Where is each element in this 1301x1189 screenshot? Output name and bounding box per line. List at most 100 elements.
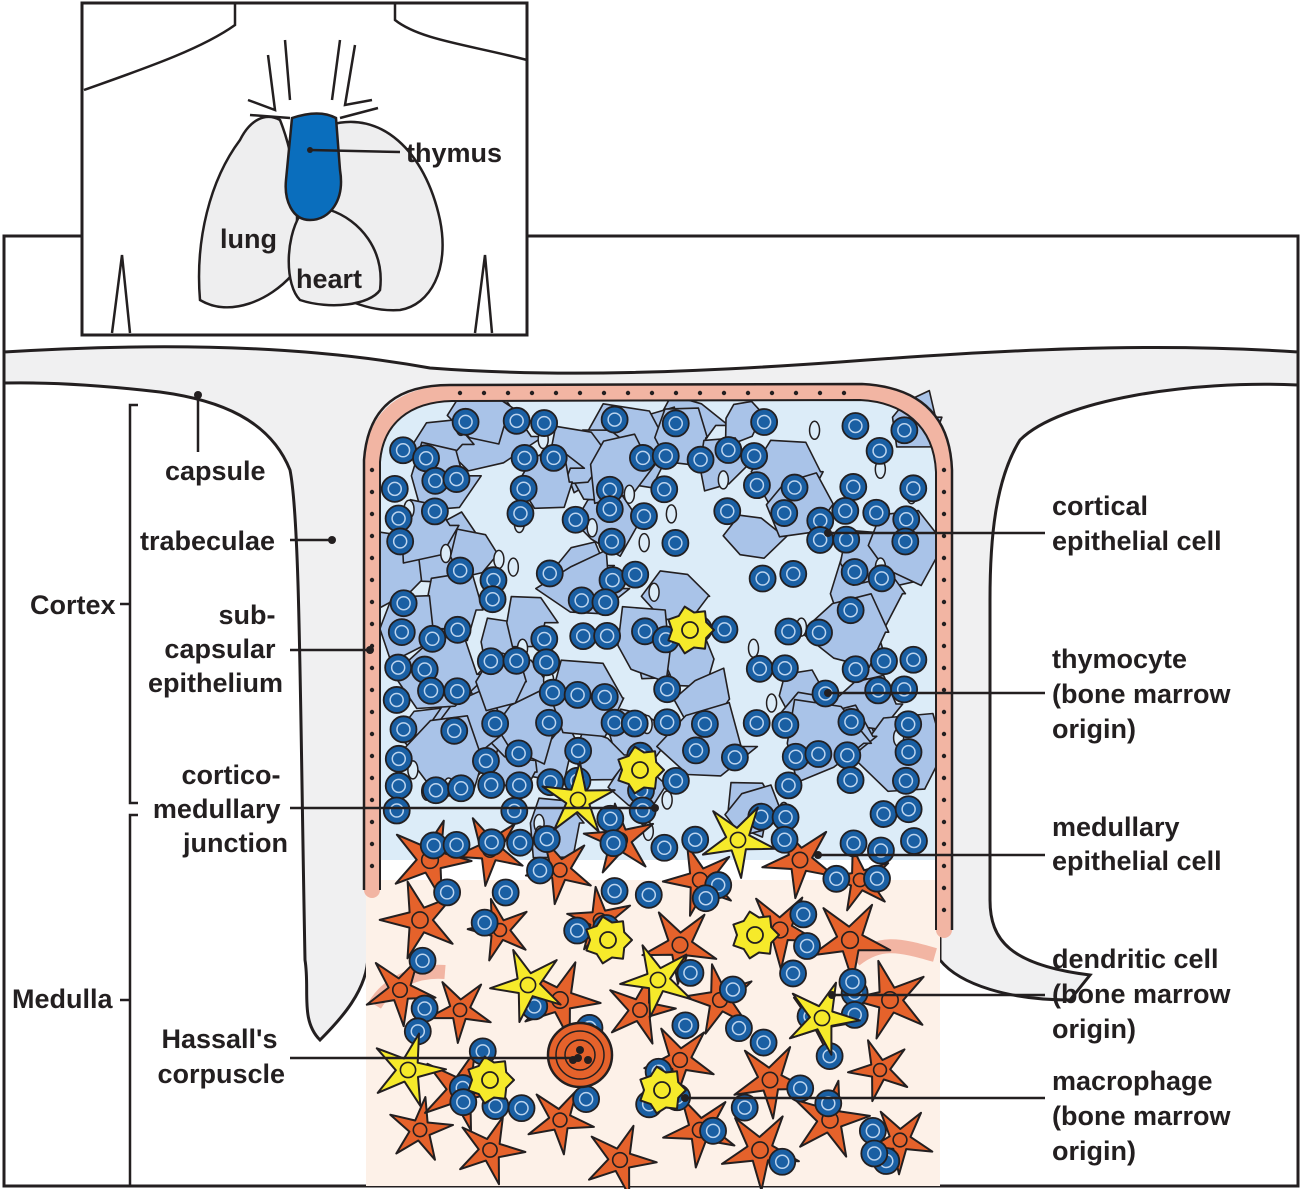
- subcapsular-nucleus: [942, 600, 946, 604]
- thymocyte: [692, 711, 718, 737]
- capsule-label: capsule: [165, 456, 266, 486]
- subcapsular-nucleus: [722, 391, 726, 395]
- subcapsular-nucleus: [942, 776, 946, 780]
- thymocyte: [663, 410, 689, 436]
- subcapsular-nucleus: [370, 556, 374, 560]
- thymocyte: [423, 777, 449, 803]
- thymocyte: [720, 976, 746, 1002]
- thymocyte: [386, 746, 412, 772]
- thymocyte: [901, 828, 927, 854]
- thymocyte: [750, 566, 776, 592]
- subcapsular-nucleus: [674, 391, 678, 395]
- thymocyte: [744, 710, 770, 736]
- thymocyte: [700, 1118, 726, 1144]
- subcapsular-nucleus: [458, 391, 462, 395]
- subcapsular-nucleus: [626, 391, 630, 395]
- inset-lung-label: lung: [220, 224, 277, 254]
- thymocyte: [838, 767, 864, 793]
- thymocyte: [478, 648, 504, 674]
- thymocyte: [751, 1030, 777, 1056]
- thymocyte: [434, 879, 460, 905]
- medulla-label: Medulla: [12, 984, 113, 1014]
- thymocyte: [843, 656, 869, 682]
- thymocyte: [651, 476, 677, 502]
- thymocyte: [418, 678, 444, 704]
- thymocyte: [534, 826, 560, 852]
- thymocyte: [790, 901, 816, 927]
- thymocyte: [445, 617, 471, 643]
- subcapsular-nucleus: [650, 391, 654, 395]
- epithelial-nucleus: [718, 471, 728, 489]
- subcapsular-nucleus: [370, 820, 374, 824]
- thymocyte: [448, 775, 474, 801]
- subcapsular-nucleus: [818, 391, 822, 395]
- epithelial-nucleus: [649, 583, 659, 601]
- thymocyte: [869, 565, 895, 591]
- thymocyte: [444, 678, 470, 704]
- inset-thymus: [286, 114, 341, 221]
- subcapsular-nucleus: [554, 391, 558, 395]
- subcapsular-nucleus: [370, 578, 374, 582]
- thymocyte: [506, 740, 532, 766]
- thymocyte: [419, 626, 445, 652]
- thymocyte: [565, 738, 591, 764]
- thymocyte: [441, 718, 467, 744]
- subcapsular-nucleus: [506, 391, 510, 395]
- thymocyte: [714, 498, 740, 524]
- thymocyte: [493, 880, 519, 906]
- thymocyte: [384, 687, 410, 713]
- thymocyte: [630, 797, 656, 823]
- thymocyte: [410, 948, 436, 974]
- subcapsular-nucleus: [370, 534, 374, 538]
- thymocyte: [507, 500, 533, 526]
- thymocyte: [599, 529, 625, 555]
- subcapsular-nucleus: [942, 468, 946, 472]
- thymocyte: [865, 677, 891, 703]
- thymocyte: [592, 684, 618, 710]
- thymocyte: [654, 709, 680, 735]
- thymocyte: [537, 560, 563, 586]
- subcapsular-nucleus: [370, 622, 374, 626]
- epithelial-nucleus: [662, 791, 672, 809]
- thymocyte: [387, 528, 413, 554]
- thymocyte: [782, 475, 808, 501]
- thymocyte: [443, 466, 469, 492]
- thymocyte: [864, 866, 890, 892]
- thymocyte: [541, 445, 567, 471]
- epithelial-nucleus: [639, 534, 649, 552]
- thymocyte: [478, 772, 504, 798]
- subcapsular-nucleus: [370, 710, 374, 714]
- thymocyte: [688, 447, 714, 473]
- thymocyte: [511, 476, 537, 502]
- thymocyte: [805, 741, 831, 767]
- thymocyte: [390, 437, 416, 463]
- subcapsular-nucleus: [942, 754, 946, 758]
- thymocyte: [597, 496, 623, 522]
- thymocyte: [871, 648, 897, 674]
- subcapsular-nucleus: [942, 688, 946, 692]
- thymocyte: [602, 878, 628, 904]
- thymocyte: [794, 933, 820, 959]
- thymocyte: [838, 709, 864, 735]
- thymocyte: [776, 772, 802, 798]
- inset-heart-label: heart: [296, 264, 362, 294]
- thymocyte: [747, 656, 773, 682]
- thymocyte: [536, 710, 562, 736]
- thymocyte: [662, 530, 688, 556]
- thymocyte: [622, 562, 648, 588]
- epithelial-nucleus: [494, 550, 504, 568]
- trabeculae-label: trabeculae: [140, 526, 275, 556]
- thymocyte: [775, 619, 801, 645]
- epithelial-nucleus: [441, 545, 451, 563]
- thymocyte: [893, 768, 919, 794]
- thymocyte: [533, 649, 559, 675]
- thymocyte: [592, 589, 618, 615]
- thymocyte: [573, 1086, 599, 1112]
- thymocyte: [663, 768, 689, 794]
- thymocyte: [841, 830, 867, 856]
- subcapsular-nucleus: [942, 490, 946, 494]
- subcapsular-nucleus: [942, 820, 946, 824]
- subcapsular-nucleus: [602, 391, 606, 395]
- thymocyte: [834, 742, 860, 768]
- thymocyte: [815, 1090, 841, 1116]
